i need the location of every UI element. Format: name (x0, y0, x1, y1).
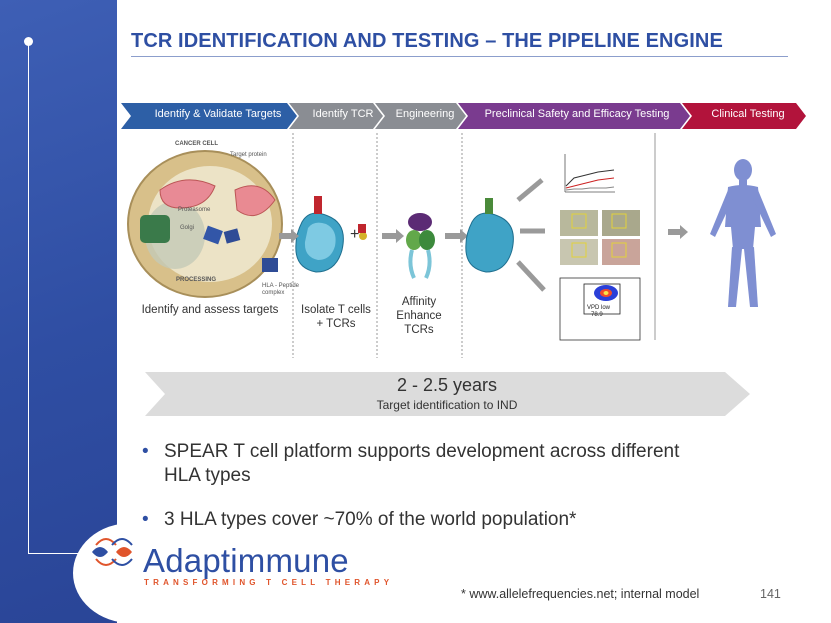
sidebar-dot (24, 37, 33, 46)
stage-chevron-engineering (375, 103, 466, 129)
bullet-text: 3 HLA types cover ~70% of the world popu… (164, 509, 577, 530)
bullet-item: • 3 HLA types cover ~70% of the world pop… (140, 508, 700, 532)
cancer-cell-illustration (127, 150, 283, 298)
golgi-label: Golgi (180, 225, 195, 231)
caption-identify-targets: Identify and assess targets (141, 304, 279, 316)
cancer-cell-label: CANCER CELL (175, 141, 218, 147)
microscopy-grid (556, 204, 650, 268)
bullet-dot: • (142, 441, 149, 462)
target-protein-label: Target protein (230, 152, 267, 158)
stage-chevron-clinical (682, 103, 806, 129)
hla-complex-label: HLA - Peptide complex (262, 283, 300, 296)
bullet-dot: • (142, 509, 149, 530)
stage-label-tcr: Identify TCR (312, 108, 374, 120)
sidebar-rule-horizontal (28, 553, 88, 554)
processing-label: PROCESSING (176, 277, 217, 283)
stage-label-engineering: Engineering (395, 108, 455, 120)
proteasome-label: Proteasome (178, 207, 211, 213)
bullet-item: • SPEAR T cell platform supports developm… (140, 440, 700, 488)
stage-label-preclinical: Preclinical Safety and Efficacy Testing (484, 108, 670, 120)
stage-chevron-tcr (289, 103, 383, 129)
logo-tagline: TRANSFORMING T CELL THERAPY (144, 578, 394, 587)
bullet-list: • SPEAR T cell platform supports developm… (140, 440, 700, 552)
logo-wordmark: Adaptimmune (143, 542, 349, 579)
flow-gate-value: 78.9 (591, 312, 603, 318)
engineered-tcr-illustration (406, 213, 435, 279)
stage-chevron-targets (121, 103, 297, 129)
stage-label-targets: Identify & Validate Targets (154, 108, 282, 120)
caption-affinity-enhance: Affinity Enhance TCRs (396, 296, 442, 336)
sidebar-rule-vertical (28, 41, 29, 553)
timeline-duration: 2 - 2.5 years (396, 375, 498, 395)
t-cell-illustration: + (295, 196, 367, 273)
title-rule (131, 56, 788, 57)
efficacy-mini-chart (556, 140, 650, 198)
slide-title: TCR IDENTIFICATION AND TESTING – THE PIP… (131, 30, 723, 52)
flow-gate-label: VPD low (587, 305, 611, 311)
footnote: * www.allelefrequencies.net; internal mo… (461, 587, 700, 601)
sidebar-band (0, 0, 117, 623)
page-number: 141 (760, 587, 781, 601)
stage-label-clinical: Clinical Testing (711, 108, 785, 120)
timeline-subtitle: Target identification to IND (376, 398, 518, 412)
svg-text:+: + (350, 226, 359, 243)
bullet-text: SPEAR T cell platform supports developme… (164, 441, 680, 486)
stage-chevron-preclinical (458, 103, 690, 129)
human-figure (710, 159, 776, 307)
caption-isolate-tcells: Isolate T cells + TCRs (301, 304, 371, 330)
